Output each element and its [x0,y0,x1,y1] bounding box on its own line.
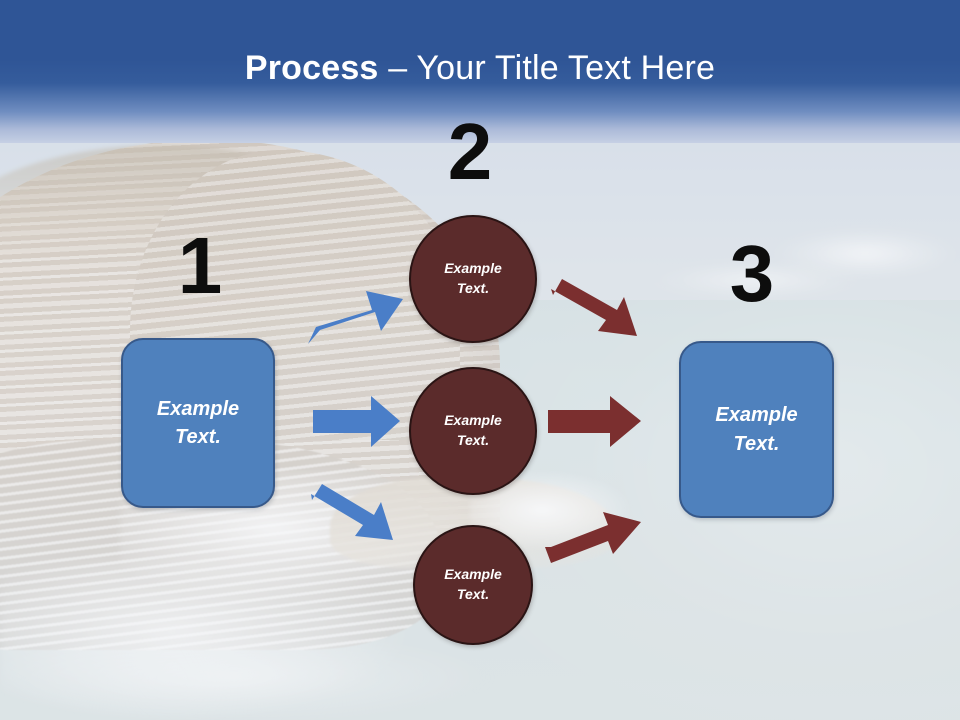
page-title-rest: Your Title Text Here [416,49,716,87]
process-box-right-line1: Example [715,404,798,427]
step-number-3: 3 [729,229,775,318]
step-number-1: 1 [177,221,223,310]
photo-cloud-right-lower [640,250,870,310]
process-box-right-line2: Text. [733,432,780,455]
process-circle-bottom-line1: Example [444,566,502,583]
photo-wave [0,635,520,720]
page-title: Process – Your Title Text Here [0,48,960,88]
process-circle-top-line1: Example [444,260,502,277]
step-number-2: 2 [447,107,493,196]
title-banner [0,0,960,143]
process-circle-middle-line1: Example [444,412,502,429]
process-circle-middle-line2: Text. [456,432,490,448]
process-circle-top-line2: Text. [456,280,490,296]
page-title-bold-part: Process [244,49,379,87]
process-box-left-line2: Text. [175,426,221,448]
page-title-separator: – [378,49,417,87]
process-box-left-line1: Example [156,397,240,420]
process-circle-bottom-line2: Text. [456,586,490,602]
